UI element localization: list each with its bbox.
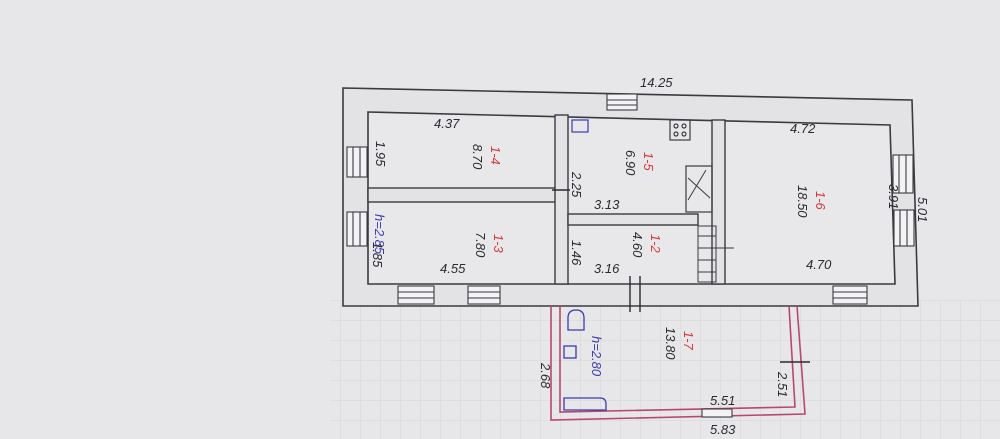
room-area: 18.50 xyxy=(795,185,810,218)
room-number: 1-7 xyxy=(681,331,696,351)
dim-1-95: 1.95 xyxy=(373,141,388,167)
room-number: 1-6 xyxy=(813,191,828,211)
burner-icon xyxy=(673,123,679,129)
room-4-label: 1-4 8.70 xyxy=(470,144,503,170)
window-right-lower xyxy=(893,209,915,247)
partitions xyxy=(367,114,726,285)
dim-2-25: 2.25 xyxy=(569,171,584,198)
dim-4-55: 4.55 xyxy=(440,261,466,276)
wall-right-5 xyxy=(711,119,726,285)
window-bottom-3 xyxy=(832,285,868,305)
dim-3-91: 3.91 xyxy=(886,184,901,209)
windows xyxy=(346,93,915,305)
main-building-walls xyxy=(342,87,919,307)
window-bottom-1 xyxy=(397,285,435,305)
room-5-fixtures xyxy=(571,119,713,213)
dim-5-83: 5.83 xyxy=(710,422,736,437)
room-7-label: 1-7 13.80 xyxy=(663,327,696,360)
window-left-upper xyxy=(346,146,368,178)
room-6-label: 1-6 18.50 xyxy=(795,185,828,218)
sink-icon xyxy=(571,119,589,133)
room-2-label: 1-2 4.60 xyxy=(630,232,663,258)
annex-walls xyxy=(550,305,806,421)
dim-3-13: 3.13 xyxy=(594,197,620,212)
burner-icon xyxy=(673,131,679,137)
dim-4-37: 4.37 xyxy=(434,116,460,131)
door-marks xyxy=(552,189,641,312)
wall-between-5-2 xyxy=(567,213,699,226)
dim-3-16: 3.16 xyxy=(594,261,620,276)
bathtub-icon xyxy=(563,397,607,411)
room-number: 1-3 xyxy=(491,234,506,254)
room-area: 4.60 xyxy=(630,232,645,258)
room-number: 1-5 xyxy=(641,152,656,172)
height-main: h=2.85 xyxy=(372,214,387,255)
dim-4-72: 4.72 xyxy=(790,121,816,136)
room-number: 1-2 xyxy=(648,234,663,254)
dim-1-85: 1.85 xyxy=(370,242,385,268)
room-area: 13.80 xyxy=(663,327,678,360)
dim-1-46: 1.46 xyxy=(569,240,584,266)
dim-4-70: 4.70 xyxy=(806,257,832,272)
toilet-icon xyxy=(567,309,585,331)
room-area: 7.80 xyxy=(473,232,488,258)
window-right-upper xyxy=(892,154,914,194)
height-annex: h=2.80 xyxy=(589,336,604,377)
annex-fixtures xyxy=(563,309,607,411)
dim-overall-width: 14.25 xyxy=(640,75,673,90)
dim-2-68: 2.68 xyxy=(538,362,553,389)
window-bottom-2 xyxy=(467,285,501,305)
stair-hatch xyxy=(697,225,734,283)
room-area: 8.70 xyxy=(470,144,485,170)
room-area: 6.90 xyxy=(623,150,638,176)
washbasin-icon xyxy=(563,345,577,359)
stove-icon xyxy=(669,119,691,141)
window-top xyxy=(606,93,638,111)
room-number: 1-4 xyxy=(488,146,503,165)
burner-icon xyxy=(681,131,687,137)
wall-left-5 xyxy=(554,114,569,285)
room-3-label: 1-3 7.80 xyxy=(473,232,506,258)
room-5-label: 1-5 6.90 xyxy=(623,150,656,176)
graph-grid xyxy=(330,300,1000,439)
dim-2-51: 2.51 xyxy=(775,371,790,397)
dim-overall-depth: 5.01 xyxy=(915,197,930,222)
oven-icon xyxy=(685,165,713,213)
dim-5-51: 5.51 xyxy=(710,393,735,408)
window-left-lower xyxy=(346,211,368,247)
wall-between-4-3 xyxy=(367,187,559,203)
annex-window xyxy=(701,408,733,418)
burner-icon xyxy=(681,123,687,129)
